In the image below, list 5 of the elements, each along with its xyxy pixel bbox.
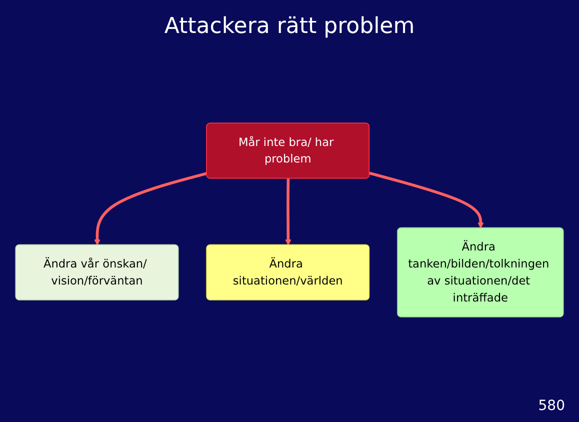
arrow [369, 172, 484, 228]
slide-title: Attackera rätt problem [163, 14, 416, 39]
arrow [94, 172, 208, 246]
arrow [285, 178, 292, 246]
page-number: 580 [538, 398, 565, 414]
